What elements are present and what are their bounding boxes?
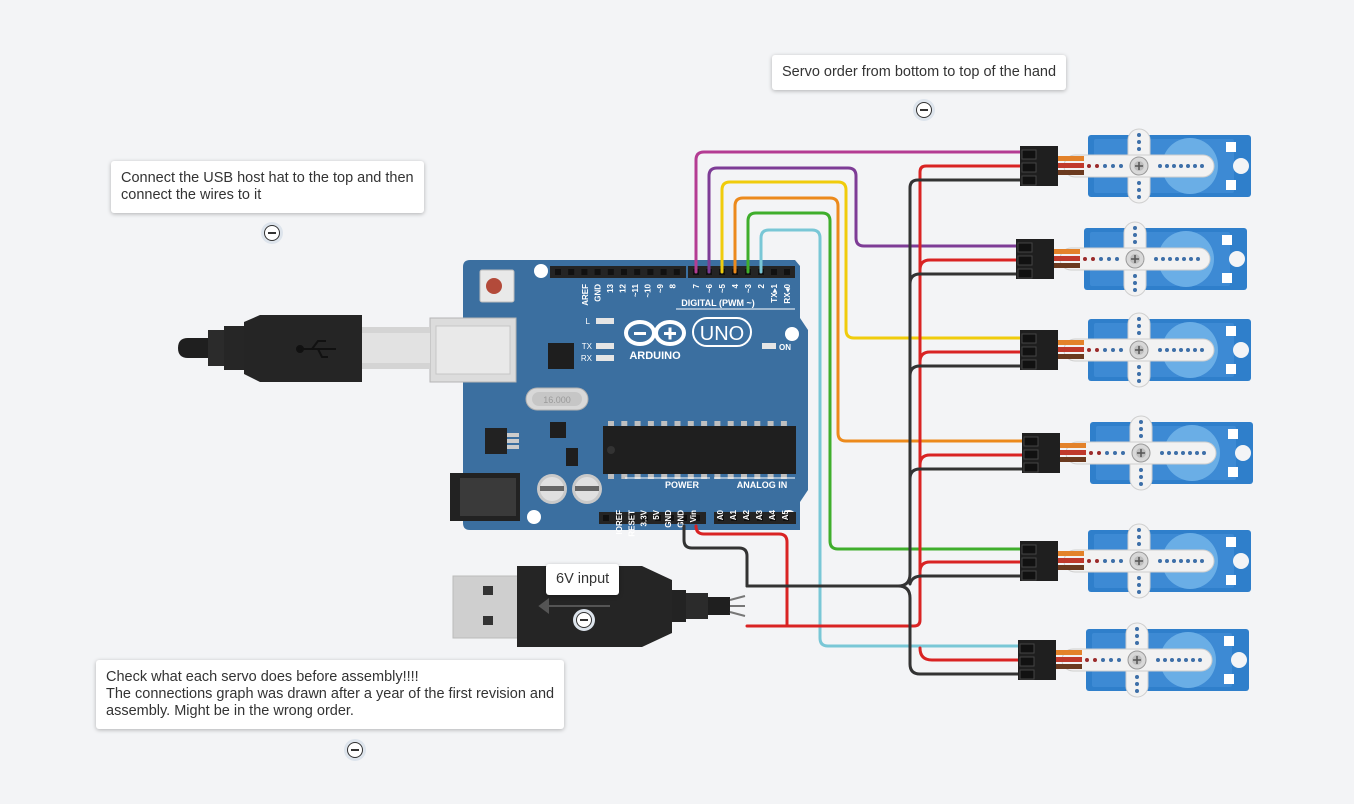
- wire-cyan: [759, 228, 1022, 648]
- pin-label: GND: [594, 284, 603, 302]
- power-header: [599, 512, 706, 524]
- led-label-tx: TX: [582, 342, 593, 351]
- pin-label: ~9: [656, 283, 665, 293]
- dc-power-jack: [450, 473, 520, 521]
- pin-label: 5V: [652, 509, 661, 519]
- digital-header-label: DIGITAL (PWM ~): [681, 298, 754, 308]
- servo-motor[interactable]: [1020, 523, 1251, 599]
- collapse-warning-icon[interactable]: [344, 739, 366, 761]
- pin-label: RESET: [627, 510, 636, 537]
- pin-label: ~5: [718, 283, 727, 293]
- crystal-oscillator: 16.000: [525, 387, 589, 411]
- pin-label: 3.3V: [640, 509, 649, 526]
- pin-label: 2: [757, 283, 766, 288]
- led-label-rx: RX: [581, 354, 593, 363]
- crystal-label: 16.000: [543, 395, 571, 405]
- analog-header-label: ANALOG IN: [737, 480, 788, 490]
- note-servo-order[interactable]: Servo order from bottom to top of the ha…: [772, 55, 1067, 90]
- pin-label: AREF: [581, 284, 590, 306]
- servo-motor[interactable]: [1020, 128, 1251, 204]
- wire-input-red: [694, 524, 789, 628]
- model-label: UNO: [700, 323, 744, 345]
- pin-label: A0: [716, 509, 725, 520]
- digital-header-left: [550, 266, 686, 278]
- pin-label: ~10: [644, 283, 653, 297]
- pin-label: A2: [742, 509, 751, 520]
- capacitors: [537, 474, 602, 504]
- status-leds: L TX RX ON: [581, 317, 791, 363]
- wire-input-black: [682, 524, 749, 588]
- pin-label: 7: [692, 283, 701, 288]
- small-chip: [550, 422, 566, 438]
- wires: [682, 150, 1026, 676]
- analog-header: [714, 512, 796, 524]
- brand-label: ARDUINO: [629, 350, 681, 362]
- pin-label: 12: [619, 283, 628, 292]
- note-usb-host[interactable]: Connect the USB host hat to the top and …: [111, 161, 424, 213]
- pin-label: A4: [768, 509, 777, 520]
- usb-symbol-icon: [296, 340, 336, 358]
- wire-green: [746, 211, 1024, 551]
- servo-motor[interactable]: [1016, 221, 1247, 297]
- pin-label: GND: [677, 510, 686, 528]
- pin-label: TX▸1: [770, 283, 779, 302]
- pin-label: Vin: [689, 510, 698, 522]
- voltage-regulator: [485, 428, 519, 454]
- pin-label: ~6: [705, 283, 714, 293]
- pin-label: A5: [781, 509, 790, 520]
- digital-header-right: [688, 266, 795, 278]
- atmega-microcontroller: [603, 421, 796, 479]
- collapse-usb-host-icon[interactable]: [261, 222, 283, 244]
- pin-label: A1: [729, 509, 738, 520]
- pin-label: 4: [731, 283, 740, 288]
- usb-b-socket: [429, 317, 517, 383]
- wire-red-bus: [785, 164, 1024, 628]
- usb-chip: [548, 343, 574, 369]
- servo-motor[interactable]: [1020, 312, 1251, 388]
- wire-yellow: [720, 180, 1024, 340]
- led-label-l: L: [586, 317, 591, 326]
- arduino-logo: ARDUINO: [624, 320, 686, 362]
- note-6v-input[interactable]: 6V input: [546, 564, 620, 595]
- pin-label: ~3: [744, 283, 753, 293]
- collapse-servo-order-icon[interactable]: [913, 99, 935, 121]
- servo-motor[interactable]: [1018, 622, 1249, 698]
- reset-button[interactable]: [479, 269, 515, 303]
- wire-purple: [707, 166, 1020, 274]
- pin-label: A3: [755, 509, 764, 520]
- uno-badge: UNO: [692, 317, 752, 347]
- power-header-label: POWER: [665, 480, 700, 490]
- usb-b-cable-plug: [178, 315, 430, 382]
- pin-label: IOREF: [615, 510, 624, 535]
- wire-orange: [733, 196, 1026, 443]
- note-warning[interactable]: Check what each servo does before assemb…: [96, 660, 565, 729]
- pin-label: 13: [606, 283, 615, 292]
- servo-motor[interactable]: [1022, 415, 1253, 491]
- pin-label: ~11: [631, 283, 640, 297]
- collapse-6v-input-icon[interactable]: [573, 609, 595, 631]
- pin-label: 8: [669, 283, 678, 288]
- small-transistor: [566, 448, 578, 466]
- pin-label: RX◂0: [783, 283, 792, 303]
- on-label: ON: [779, 343, 791, 352]
- wire-magenta: [694, 150, 1024, 274]
- pin-label: GND: [664, 510, 673, 528]
- arduino-uno-board[interactable]: 16.000 L TX RX ON ARDUINO UNO: [429, 260, 808, 537]
